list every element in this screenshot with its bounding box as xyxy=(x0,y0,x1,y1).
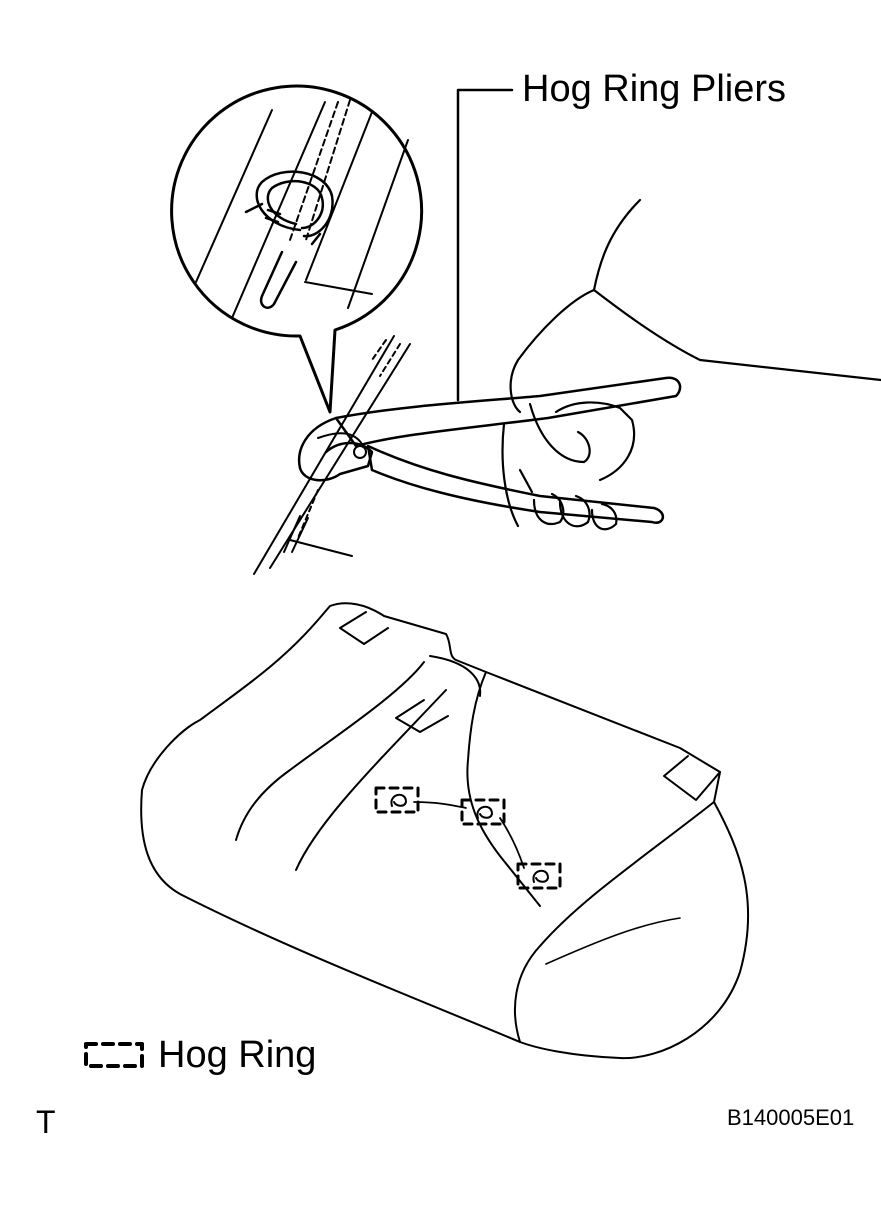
thumb xyxy=(528,402,591,464)
legend-hog-ring-symbol xyxy=(84,1042,144,1068)
finger-3 xyxy=(590,502,618,531)
hog-ring-marker-1 xyxy=(374,786,420,814)
figure-code: B140005E01 xyxy=(727,1105,855,1130)
view-letter: T xyxy=(36,1104,56,1140)
pliers-jaw xyxy=(297,416,374,482)
hog-ring-pliers xyxy=(297,376,682,524)
seat-cushion xyxy=(140,602,750,1060)
pliers-lower-handle xyxy=(366,444,664,524)
hog-ring-marker-2 xyxy=(460,798,506,826)
hog-ring-marker-3 xyxy=(516,862,562,890)
sleeve xyxy=(592,198,881,382)
finger-1 xyxy=(532,492,565,526)
detail-hog-ring xyxy=(244,170,334,246)
finger-2 xyxy=(558,494,591,528)
pliers-label: Hog Ring Pliers xyxy=(522,68,786,110)
pliers-leader-line xyxy=(456,88,514,402)
legend-label: Hog Ring xyxy=(158,1034,317,1076)
detail-callout xyxy=(170,84,424,414)
hog-ring-markers xyxy=(374,786,562,890)
seat-fabric-edge xyxy=(253,335,411,575)
callout-bubble xyxy=(170,84,424,414)
detail-fabric xyxy=(195,99,409,319)
hand xyxy=(501,198,881,531)
pliers-upper-handle xyxy=(334,376,682,448)
detail-wire xyxy=(259,250,298,309)
cushion-outline xyxy=(140,602,750,1060)
